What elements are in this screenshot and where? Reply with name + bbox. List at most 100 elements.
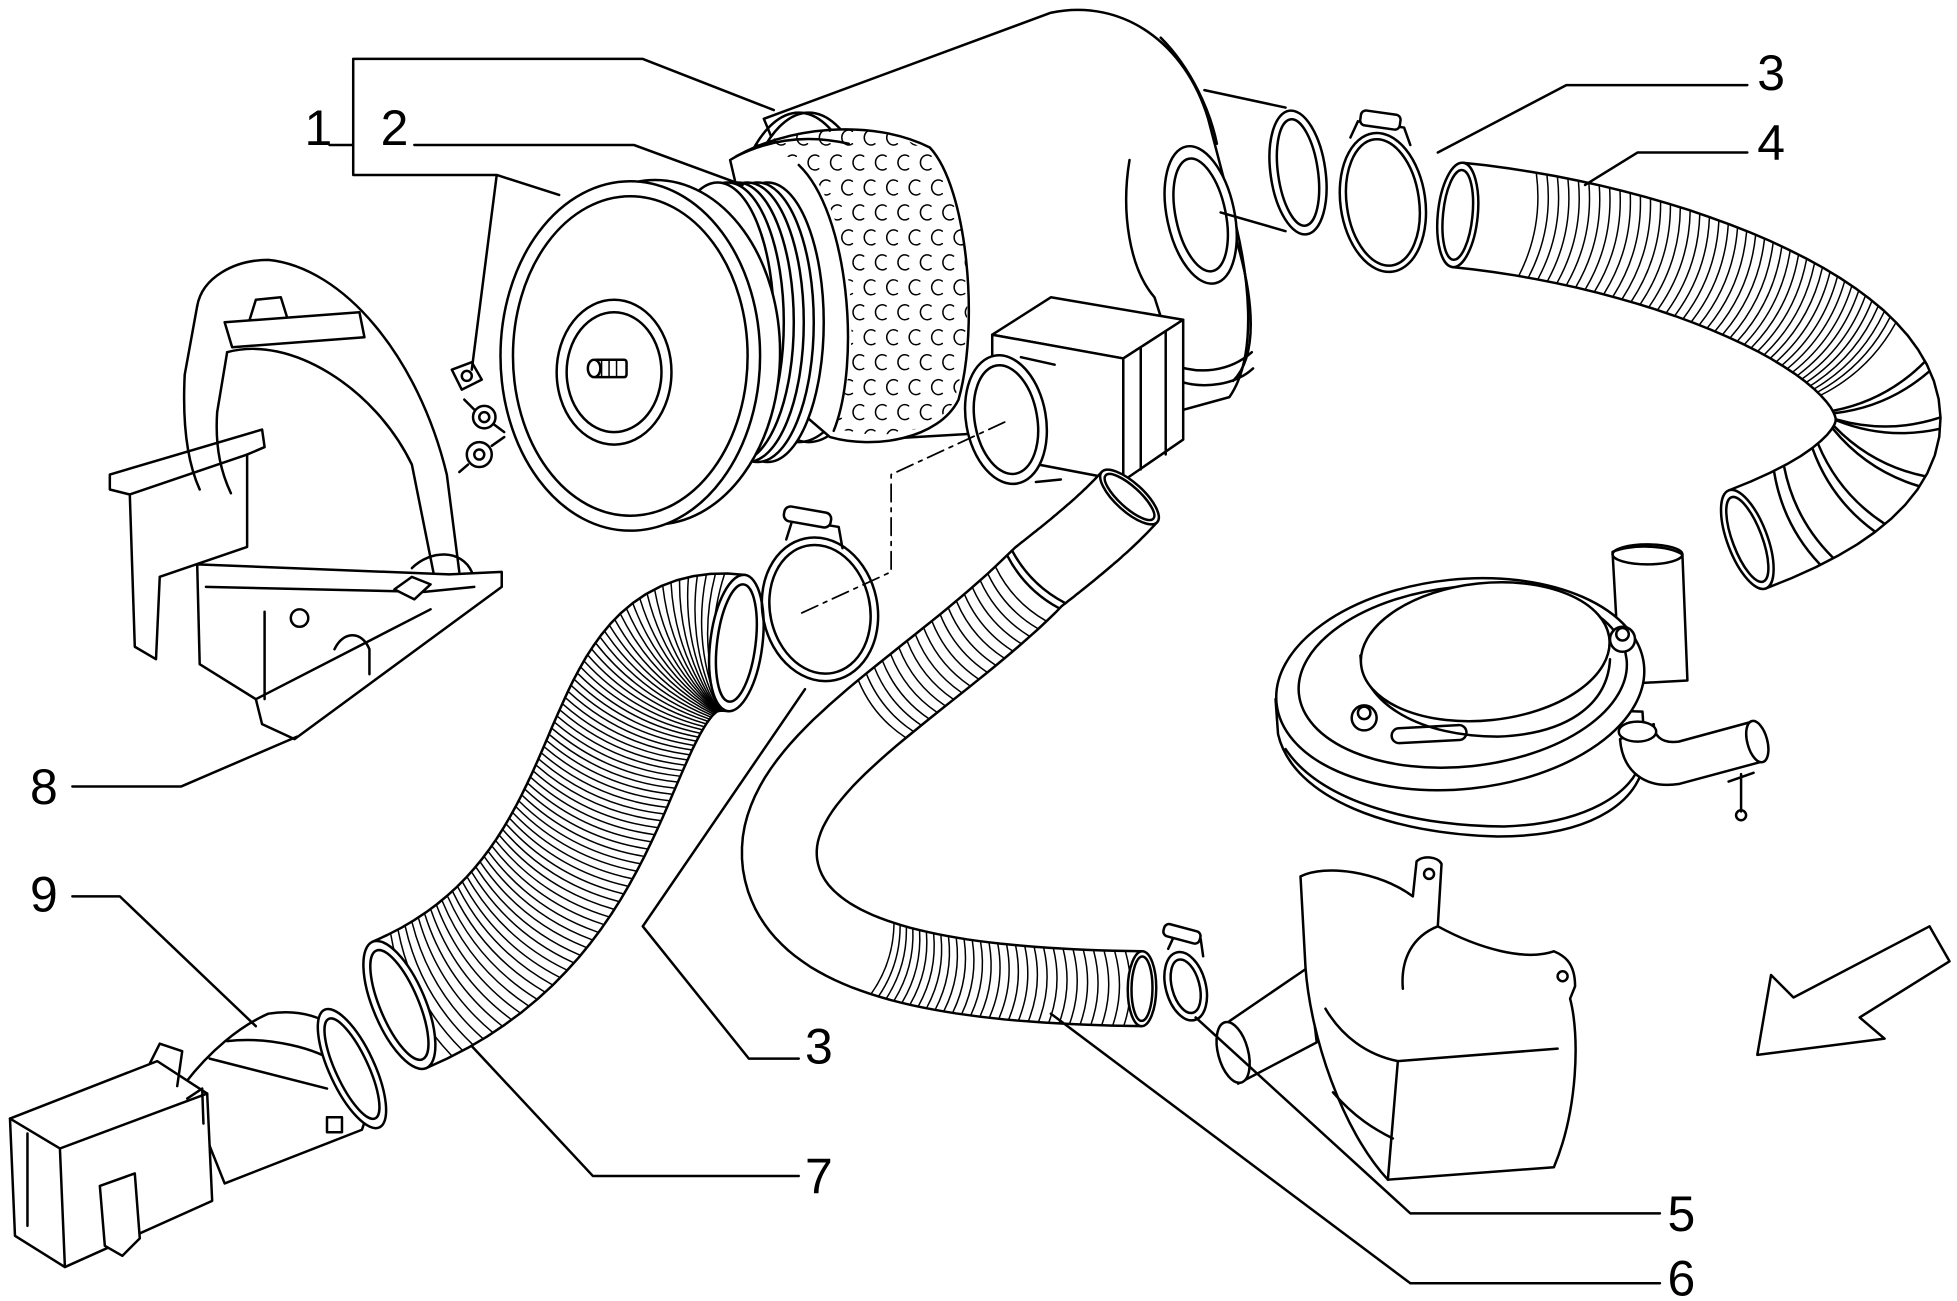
hose-4-rib [1770, 267, 1823, 359]
hose-4-rib [1657, 210, 1691, 310]
intake-box [8, 1059, 214, 1269]
hose-6-rib [870, 922, 895, 995]
ring-stub [1019, 355, 1063, 484]
hose-4-rib [1630, 201, 1662, 302]
hose-7-rib [654, 589, 718, 712]
hose-7-rib [491, 846, 604, 925]
filter-cover-plate [1274, 543, 1770, 838]
hose-6-rib [1008, 945, 1020, 1020]
hose-7-end-opening-inner [369, 948, 430, 1062]
hose-4-rib [1528, 174, 1550, 278]
leader-3-bottom [641, 687, 807, 1060]
hose-6-rib [906, 640, 954, 700]
wing-nut-wing [458, 435, 506, 474]
hose-7-rib [560, 709, 685, 766]
hose-4-band [1782, 465, 1834, 559]
hose-6-rib [914, 634, 963, 694]
perforation [841, 428, 854, 435]
perforation [863, 428, 876, 435]
perforation [874, 353, 887, 371]
box-band [1139, 330, 1167, 471]
hose-6-end-opening [1098, 468, 1161, 526]
hose-clamp-3-top [1338, 109, 1428, 274]
perforation [897, 154, 910, 171]
perforation [852, 154, 865, 171]
hose-7-rib [533, 771, 658, 829]
hose-7-rib [662, 586, 718, 711]
hose-4-band [1835, 419, 1941, 435]
hose-4-band [1817, 443, 1886, 525]
hose-7-rib [506, 824, 624, 895]
hose-6-rib [979, 580, 1030, 637]
hose-4-rib [1722, 238, 1766, 335]
hose-6-rib [988, 943, 1001, 1018]
outlet-sleeve [1268, 109, 1328, 236]
perforation [930, 329, 944, 346]
hose-7-rib [678, 580, 719, 711]
perforation [874, 304, 887, 321]
hose-7-rib [614, 619, 714, 715]
hose-6-rib [963, 594, 1014, 652]
hose-7-rib [591, 649, 706, 725]
element-top-ring [735, 137, 850, 158]
perforation [930, 279, 944, 296]
perforation [930, 378, 944, 396]
hose-7-end-opening [362, 939, 437, 1071]
bracket-strap-outer [195, 258, 461, 574]
hose-7-end-opening [707, 573, 765, 713]
perforation [852, 353, 865, 371]
hose-4-rib [1792, 286, 1853, 373]
sleeve-ring [1268, 109, 1328, 236]
hose-4-rib [1810, 306, 1879, 386]
callout-4: 4 [1757, 115, 1785, 171]
perforation [852, 304, 865, 321]
mounting-bracket-8 [108, 258, 503, 741]
perforation [807, 154, 820, 171]
hose-7-rib [471, 872, 574, 964]
hose-4-rib [1518, 172, 1539, 276]
hose-7-rib [530, 777, 655, 836]
hose-7-rib [480, 862, 587, 948]
hose-6-rib [994, 566, 1047, 622]
hose-7-rib [587, 655, 704, 728]
hose-6-rib [1048, 948, 1058, 1023]
callout-2: 2 [381, 100, 409, 156]
wing-nut [465, 440, 493, 469]
bracket-plate-fold [128, 453, 249, 496]
arrow-down-left-icon [1756, 925, 1951, 1057]
hose-4-rib [1594, 190, 1622, 292]
hose-7-rib [580, 667, 700, 734]
hose-4-rib [1776, 272, 1831, 362]
hose-6-rib [1079, 949, 1089, 1025]
housing-elbow-opening-inner [1172, 157, 1230, 273]
clamp-band-inner [768, 543, 872, 675]
air-intake-9 [8, 1007, 388, 1269]
perforation [729, 130, 740, 145]
hose-7-rib [499, 835, 614, 910]
perforation [908, 378, 921, 396]
stud-end [586, 358, 602, 379]
perforation [919, 353, 932, 371]
hose-4-end-opening-inner [1725, 495, 1770, 584]
leader-8 [71, 735, 299, 788]
hose-7-rib [436, 905, 521, 1014]
hose-7-rib [541, 752, 667, 808]
perforation [886, 179, 899, 196]
hose-4-end-opening [1719, 488, 1775, 591]
resonator-mount-hole [1556, 970, 1569, 983]
housing-band-lower [1176, 367, 1255, 387]
hose-7-rib [462, 882, 560, 978]
hose-6-rib [987, 573, 1039, 630]
bracket-tab [393, 575, 432, 601]
perforation [942, 204, 955, 221]
bracket-hole [289, 608, 310, 629]
hose-7-rib [509, 818, 628, 887]
housing-stub-bottom [1219, 211, 1287, 233]
clamp-band-outer [1338, 131, 1428, 274]
perforation [919, 154, 932, 171]
perforation [919, 403, 932, 421]
perforation [874, 403, 887, 421]
hose-4-band [1772, 470, 1821, 566]
hose-4-rib [1797, 290, 1860, 376]
wing-nut [471, 404, 497, 430]
